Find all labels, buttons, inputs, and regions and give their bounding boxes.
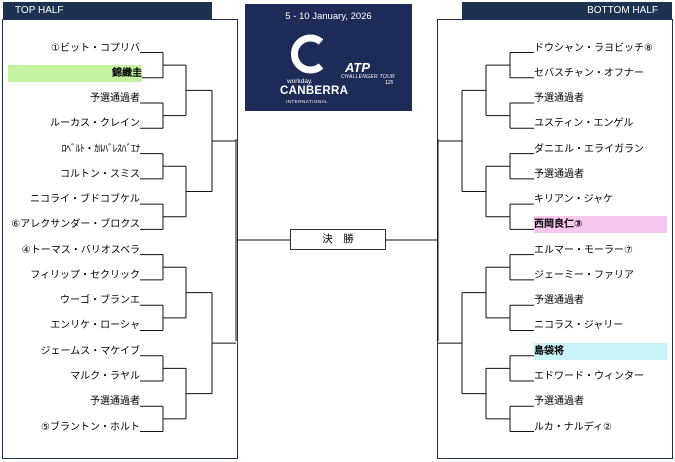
top-half-player-11: ウーゴ・ブランエ	[60, 295, 140, 307]
bottom-half-player-13: 島袋将	[534, 342, 667, 360]
bottom-half-player-4: ユスティン・エンゲル	[534, 118, 634, 130]
top-half-player-6: コルトン・スミス	[60, 168, 140, 180]
bottom-half-header: BOTTOM HALF	[462, 2, 672, 19]
top-half-player-8: ⑥アレクサンダー・ブロクス	[11, 219, 140, 231]
bottom-half-player-2: セバスチャン・オフナー	[534, 67, 644, 79]
bottom-half-player-11: 予選通過者	[534, 295, 584, 307]
top-half-player-16: ⑤ブラントン・ホルト	[41, 421, 140, 433]
top-half-player-14: マルク・ラヤル	[70, 371, 140, 382]
top-half-player-2: 錦織圭	[8, 64, 142, 82]
top-half-player-1: ①ビット・コプリバ	[51, 42, 140, 54]
sponsor-name: workday.	[287, 78, 313, 85]
bottom-half-player-15: 予選通過者	[534, 396, 584, 408]
atp-logo: ATP	[345, 60, 371, 75]
top-half-player-3: 予選通過者	[90, 93, 140, 105]
top-half-player-9: ④トーマス・バリオスベラ	[21, 244, 140, 256]
top-half-player-5: ﾛﾍﾞﾙﾄ・ｶﾙﾊﾞﾚｽﾊﾞｴﾅ	[61, 143, 141, 155]
top-half-header: TOP HALF	[3, 2, 212, 19]
event-subtitle: INTERNATIONAL	[286, 99, 329, 104]
bottom-half-player-5: ダニエル・エライガラン	[534, 143, 644, 155]
top-half-player-15: 予選通過者	[90, 396, 140, 408]
canberra-c-logo-icon	[290, 34, 324, 74]
top-half-frame	[2, 19, 238, 459]
final-label: 決 勝	[290, 229, 386, 250]
bottom-half-player-3: 予選通過者	[534, 93, 584, 105]
bottom-half-player-1: ドウシャン・ラヨビッチ⑧	[534, 42, 653, 54]
tournament-logo: 5 - 10 January, 2026 workday. CANBERRA I…	[245, 4, 412, 111]
bottom-half-player-7: キリアン・ジャケ	[534, 194, 614, 206]
bottom-half-player-9: エルマー・モーラー⑦	[534, 244, 633, 256]
top-half-player-12: エンリケ・ローシャ	[50, 320, 140, 332]
bottom-half-player-16: ルカ・ナルディ②	[534, 421, 612, 433]
tour-level: 125	[385, 80, 394, 86]
bottom-half-player-10: ジェーミー・ファリア	[534, 269, 634, 281]
top-half-player-7: ニコライ・ブドコブケル	[30, 194, 140, 206]
tour-subtitle: CHALLENGER TOUR	[341, 74, 395, 80]
bottom-half-player-12: ニコラス・ジャリー	[534, 320, 624, 332]
event-name: CANBERRA	[280, 85, 349, 97]
top-half-player-10: フィリップ・セクリック	[30, 269, 140, 281]
bottom-half-player-8: 西岡良仁③	[534, 216, 667, 234]
bottom-half-player-14: エドワード・ウィンター	[534, 371, 644, 382]
top-half-player-13: ジェームス・マケイブ	[40, 345, 141, 357]
bottom-half-player-6: 予選通過者	[534, 168, 584, 180]
tournament-dates: 5 - 10 January, 2026	[285, 11, 372, 22]
top-half-player-4: ルーカス・クレイン	[50, 118, 140, 130]
